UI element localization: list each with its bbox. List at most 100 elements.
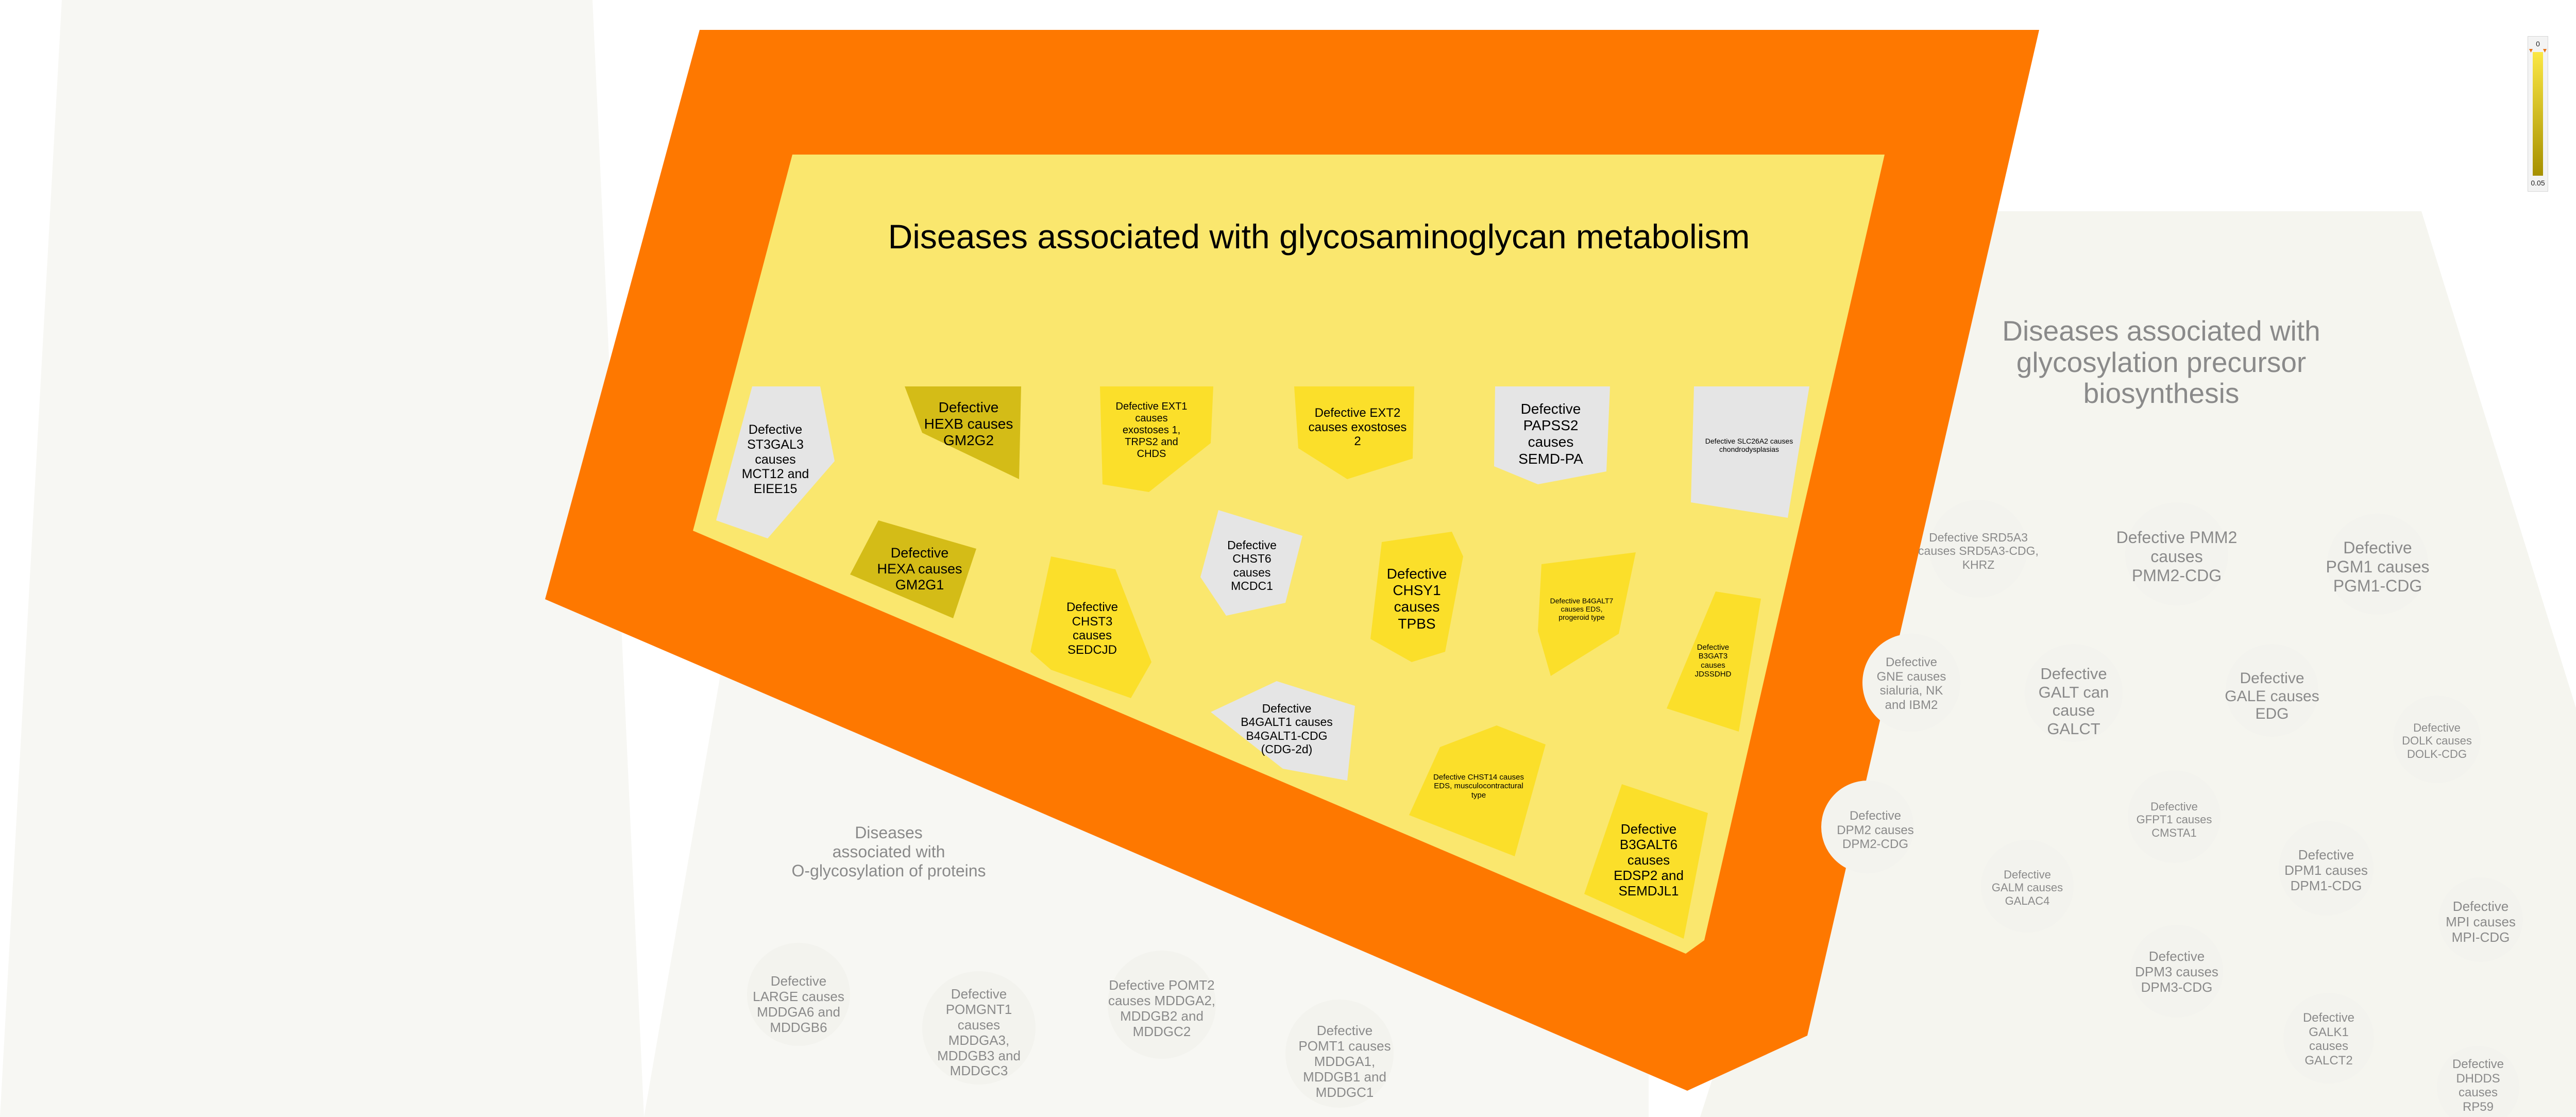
label-line: ST3GAL3 bbox=[747, 437, 804, 452]
label-line: Defective POMT2 bbox=[1109, 977, 1215, 993]
node-chst3[interactable] bbox=[1030, 556, 1151, 698]
node-chst6[interactable] bbox=[1200, 510, 1302, 616]
label-line: SEMD-PA bbox=[1518, 450, 1583, 467]
label-line: Defective EXT2 bbox=[1314, 406, 1401, 420]
label-line: MDDGB2 and bbox=[1120, 1008, 1204, 1024]
label-line: Defective bbox=[2298, 847, 2354, 862]
node-label-chsy1[interactable]: Defective CHSY1 causes TPBS bbox=[1376, 566, 1458, 632]
node-label-gale[interactable]: Defective GALE causes EDG bbox=[2205, 670, 2339, 723]
label-line: PAPSS2 bbox=[1523, 417, 1579, 434]
label-line: causes bbox=[1072, 629, 1112, 643]
label-line: (CDG-2d) bbox=[1261, 742, 1313, 756]
label-line: GALK1 bbox=[2309, 1025, 2349, 1039]
node-label-st3gal3[interactable]: Defective ST3GAL3 causes MCT12 and EIEE1… bbox=[724, 422, 827, 497]
node-hexb[interactable] bbox=[905, 386, 1021, 479]
node-label-pomt2[interactable]: Defective POMT2 causes MDDGA2, MDDGB2 an… bbox=[1092, 977, 1231, 1040]
node-label-dolk[interactable]: Defective DOLK causes DOLK-CDG bbox=[2385, 721, 2488, 760]
node-chst14[interactable] bbox=[1409, 725, 1546, 856]
label-line: and IBM2 bbox=[1885, 698, 1938, 712]
legend-max-marker[interactable] bbox=[2543, 49, 2547, 53]
node-label-ext1[interactable]: Defective EXT1 causes exostoses 1, TRPS2… bbox=[1105, 401, 1198, 460]
label-line: Defective bbox=[1066, 600, 1118, 614]
node-label-dhdds[interactable]: Defective DHDDS causes RP59 bbox=[2432, 1057, 2524, 1114]
node-slc26a2[interactable] bbox=[1691, 386, 1809, 518]
node-b4galt1[interactable] bbox=[1211, 681, 1355, 781]
label-line: causes exostoses bbox=[1308, 420, 1407, 434]
node-label-gfpt1[interactable]: Defective GFPT1 causes CMSTA1 bbox=[2117, 800, 2231, 839]
label-line: GALT can bbox=[2038, 683, 2109, 701]
node-label-galm[interactable]: Defective GALM causes GALAC4 bbox=[1973, 868, 2081, 907]
node-b3galt6[interactable] bbox=[1584, 784, 1708, 939]
label-line: causes bbox=[1394, 599, 1440, 615]
node-label-large[interactable]: Defective LARGE causes MDDGA6 and MDDGB6 bbox=[737, 973, 860, 1036]
node-label-ext2[interactable]: Defective EXT2 causes exostoses 2 bbox=[1298, 406, 1417, 449]
pathway-title-glycosylation-precursor[interactable]: Diseases associated with glycosylation p… bbox=[1906, 315, 2416, 409]
color-scale-legend: 0 0.05 bbox=[2528, 36, 2548, 192]
label-line: causes SRD5A3-CDG, bbox=[1918, 544, 2039, 558]
node-label-b4galt1[interactable]: Defective B4GALT1 causes B4GALT1-CDG (CD… bbox=[1231, 702, 1342, 756]
node-label-dpm2[interactable]: Defective DPM2 causes DPM2-CDG bbox=[1819, 809, 1932, 852]
label-line: DPM3-CDG bbox=[2141, 979, 2213, 995]
node-label-pmm2[interactable]: Defective PMM2 causes PMM2-CDG bbox=[2102, 528, 2251, 585]
node-b3gat3[interactable] bbox=[1667, 591, 1761, 732]
label-line: Defective bbox=[1520, 401, 1581, 417]
label-line: Defective bbox=[2452, 1057, 2504, 1071]
label-line: Defective SRD5A3 bbox=[1929, 531, 2028, 544]
node-label-b4galt7[interactable]: Defective B4GALT7 causes EDS, progeroid … bbox=[1540, 597, 1623, 621]
label-line: causes EDS, bbox=[1561, 605, 1603, 614]
node-label-galt[interactable]: Defective GALT can cause GALCT bbox=[2014, 665, 2133, 738]
label-line: 2 bbox=[1354, 434, 1361, 449]
label-line: MPI-CDG bbox=[2451, 929, 2510, 945]
node-ext1[interactable] bbox=[1100, 386, 1213, 492]
label-line: Defective bbox=[938, 399, 999, 415]
node-label-b3gat3[interactable]: Defective B3GAT3 causes JDSSDHD bbox=[1685, 643, 1741, 679]
label-line: GALE causes bbox=[2225, 687, 2319, 705]
label-line: LARGE causes bbox=[753, 988, 844, 1004]
node-label-papss2[interactable]: Defective PAPSS2 causes SEMD-PA bbox=[1499, 401, 1602, 467]
label-line: MCDC1 bbox=[1231, 579, 1273, 593]
legend-gradient-bar bbox=[2533, 52, 2543, 176]
label-line: GALCT2 bbox=[2304, 1053, 2353, 1068]
label-line: DPM2-CDG bbox=[1842, 837, 1908, 852]
node-chsy1[interactable] bbox=[1370, 532, 1463, 662]
node-papss2[interactable] bbox=[1494, 386, 1610, 484]
pathway-title-o-glycosylation[interactable]: Diseases associated with O-glycosylation… bbox=[747, 823, 1030, 880]
node-label-pomgnt1[interactable]: Defective POMGNT1 causes MDDGA3, MDDGB3 … bbox=[917, 986, 1041, 1079]
node-label-hexb[interactable]: Defective HEXB causes GM2G2 bbox=[922, 399, 1015, 449]
node-label-pomt1[interactable]: Defective POMT1 causes MDDGA1, MDDGB1 an… bbox=[1278, 1023, 1412, 1100]
title-line: Diseases associated with bbox=[2002, 315, 2320, 347]
node-label-pgm1[interactable]: Defective PGM1 causes PGM1-CDG bbox=[2308, 538, 2447, 595]
node-label-chst3[interactable]: Defective CHST3 causes SEDCJD bbox=[1051, 600, 1133, 657]
label-line: causes bbox=[2150, 547, 2203, 566]
node-label-slc26a2[interactable]: Defective SLC26A2 causes chondrodysplasi… bbox=[1695, 437, 1803, 453]
node-label-chst6[interactable]: Defective CHST6 causes MCDC1 bbox=[1213, 538, 1291, 593]
label-line: MDDGC2 bbox=[1132, 1023, 1191, 1039]
label-line: EDS, musculocontractural bbox=[1434, 782, 1523, 791]
legend-min-marker[interactable] bbox=[2529, 49, 2533, 53]
label-line: cause bbox=[2052, 701, 2095, 720]
legend-range-slider[interactable] bbox=[2528, 48, 2548, 54]
label-line: GALM causes bbox=[1991, 881, 2063, 894]
node-label-galk1[interactable]: Defective GALK1 causes GALCT2 bbox=[2277, 1011, 2380, 1068]
node-label-dpm3[interactable]: Defective DPM3 causes DPM3-CDG bbox=[2117, 949, 2236, 995]
node-b4galt7[interactable] bbox=[1538, 552, 1636, 676]
node-label-srd5a3[interactable]: Defective SRD5A3 causes SRD5A3-CDG, KHRZ bbox=[1906, 531, 2050, 571]
label-line: GALAC4 bbox=[2005, 894, 2050, 907]
node-ext2[interactable] bbox=[1294, 386, 1414, 479]
label-line: Defective bbox=[2343, 538, 2412, 557]
node-st3gal3[interactable] bbox=[716, 386, 835, 538]
node-label-dpm1[interactable]: Defective DPM1 causes DPM1-CDG bbox=[2267, 847, 2385, 894]
node-hexa[interactable] bbox=[850, 520, 976, 618]
label-line: MCT12 and bbox=[741, 467, 809, 482]
label-line: Defective bbox=[1227, 538, 1277, 552]
label-line: Defective bbox=[2240, 670, 2304, 687]
node-label-b3galt6[interactable]: Defective B3GALT6 causes EDSP2 and SEMDJ… bbox=[1602, 821, 1695, 899]
node-label-gne[interactable]: Defective GNE causes sialuria, NK and IB… bbox=[1850, 655, 1973, 712]
node-label-mpi[interactable]: Defective MPI causes MPI-CDG bbox=[2427, 899, 2535, 945]
node-label-hexa[interactable]: Defective HEXA causes GM2G1 bbox=[871, 545, 969, 593]
label-line: Defective bbox=[1697, 643, 1730, 652]
label-line: GALCT bbox=[2047, 719, 2100, 738]
node-label-chst14[interactable]: Defective CHST14 causes EDS, musculocont… bbox=[1425, 773, 1533, 800]
label-line: causes bbox=[1701, 661, 1725, 670]
